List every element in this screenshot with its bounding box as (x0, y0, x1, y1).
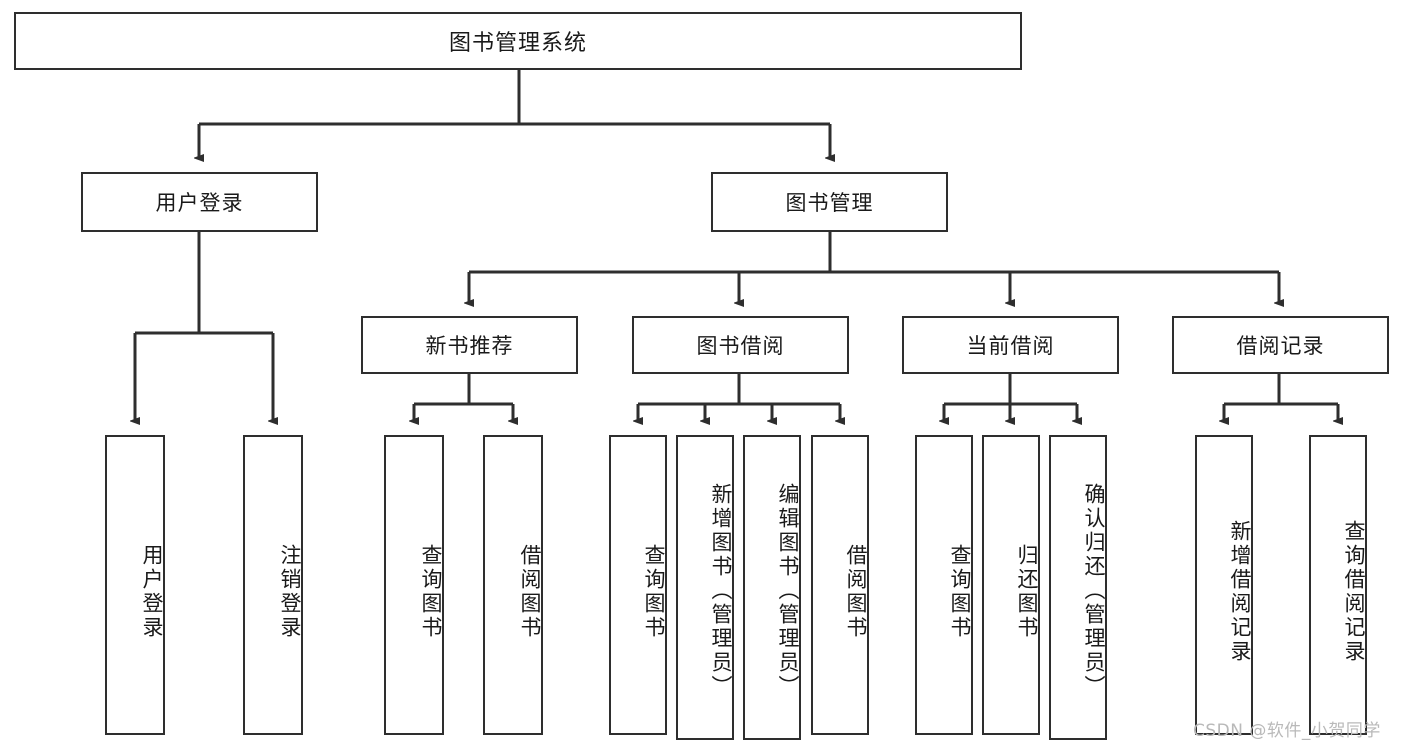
node-label: 编辑图书（管理员） (776, 482, 800, 699)
leaf-borrow-book-recommend[interactable]: 借阅图书 (483, 435, 543, 735)
leaf-edit-book[interactable]: 编辑图书（管理员） (743, 435, 801, 740)
node-root-system[interactable]: 图书管理系统 (14, 12, 1022, 70)
leaf-query-book-recommend[interactable]: 查询图书 (384, 435, 444, 735)
leaf-add-borrow-record[interactable]: 新增借阅记录 (1195, 435, 1253, 735)
node-book-borrow[interactable]: 图书借阅 (632, 316, 849, 374)
node-label: 用户登录 (155, 191, 244, 215)
leaf-confirm-return[interactable]: 确认归还（管理员） (1049, 435, 1107, 740)
node-new-book-recommend[interactable]: 新书推荐 (361, 316, 578, 374)
node-label: 确认归还（管理员） (1082, 482, 1106, 699)
node-label: 借阅图书 (844, 544, 868, 640)
node-label: 新增图书（管理员） (709, 482, 733, 699)
node-label: 查询图书 (642, 544, 666, 640)
leaf-user-login[interactable]: 用户登录 (105, 435, 165, 735)
node-label: 当前借阅 (966, 334, 1055, 358)
watermark: CSDN @软件_小贺同学 (1193, 721, 1381, 741)
node-label: 图书借阅 (696, 334, 785, 358)
node-user-login[interactable]: 用户登录 (81, 172, 318, 232)
leaf-query-borrow-record[interactable]: 查询借阅记录 (1309, 435, 1367, 735)
node-label: 图书管理系统 (448, 31, 587, 56)
node-book-management[interactable]: 图书管理 (711, 172, 948, 232)
leaf-logout[interactable]: 注销登录 (243, 435, 303, 735)
node-label: 归还图书 (1015, 544, 1039, 640)
node-label: 查询图书 (948, 544, 972, 640)
node-label: 注销登录 (278, 544, 302, 640)
node-label: 新增借阅记录 (1228, 520, 1252, 664)
leaf-query-book-borrow[interactable]: 查询图书 (609, 435, 667, 735)
node-current-borrow[interactable]: 当前借阅 (902, 316, 1119, 374)
node-label: 新书推荐 (425, 334, 514, 358)
node-label: 图书管理 (785, 191, 874, 215)
leaf-borrow-book[interactable]: 借阅图书 (811, 435, 869, 735)
leaf-add-book[interactable]: 新增图书（管理员） (676, 435, 734, 740)
node-label: 借阅图书 (518, 544, 542, 640)
leaf-return-book[interactable]: 归还图书 (982, 435, 1040, 735)
leaf-query-book-current[interactable]: 查询图书 (915, 435, 973, 735)
node-label: 用户登录 (140, 544, 164, 640)
node-borrow-record[interactable]: 借阅记录 (1172, 316, 1389, 374)
node-label: 借阅记录 (1236, 334, 1325, 358)
node-label: 查询图书 (419, 544, 443, 640)
node-label: 查询借阅记录 (1342, 520, 1366, 664)
